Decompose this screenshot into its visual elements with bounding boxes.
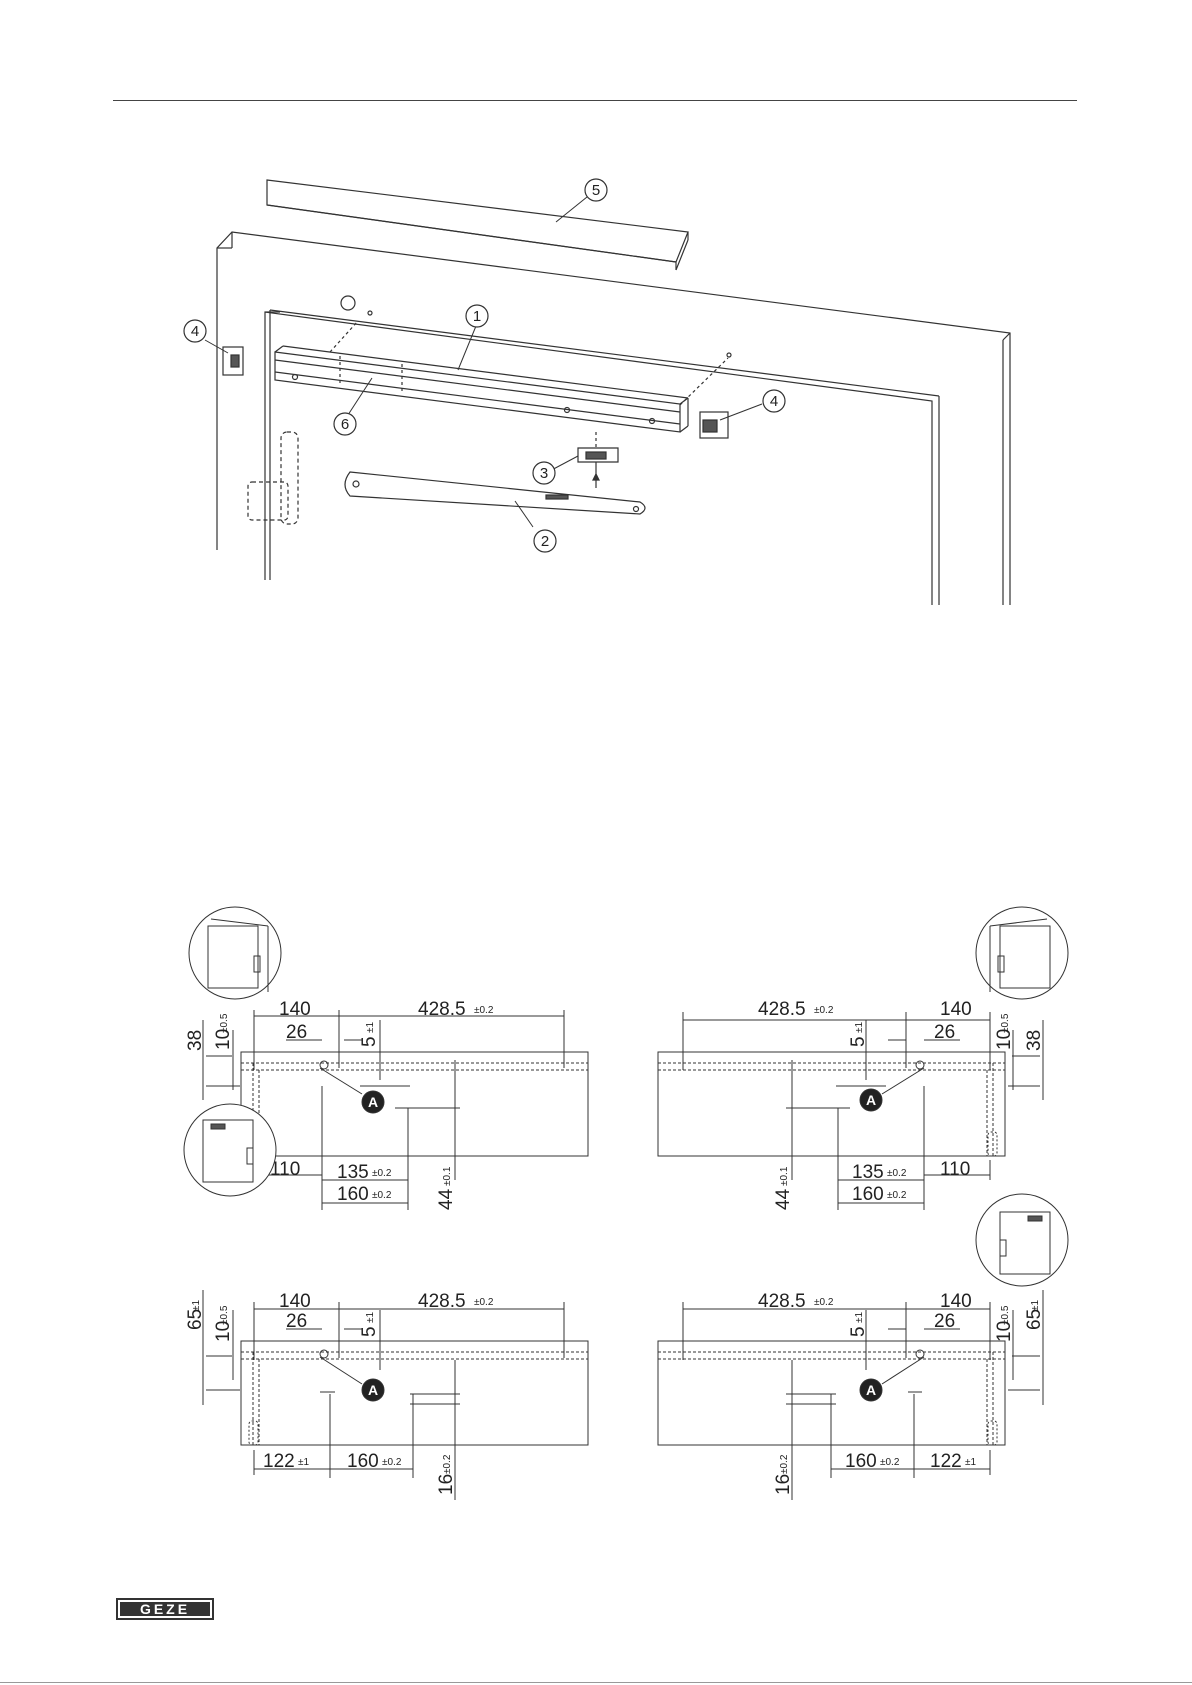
dim-16-tol: ±0.2 xyxy=(779,1454,790,1474)
door-inset-circle xyxy=(189,907,281,999)
marker-a: A xyxy=(866,1382,876,1398)
dim-10-tol: ±0.5 xyxy=(1000,1305,1011,1325)
dim-428-tol: ±0.2 xyxy=(474,1297,494,1308)
dim-44: 44 xyxy=(436,1188,457,1210)
dim-160-tol: ±0.2 xyxy=(887,1190,907,1201)
dim-44: 44 xyxy=(773,1188,794,1210)
dim-5-tol: ±1 xyxy=(854,1312,865,1323)
dim-26: 26 xyxy=(934,1311,955,1332)
dim-65: 65 xyxy=(185,1309,206,1330)
template-top-right: 140 428.5 ±0.2 26 5 ±1 38 10 ±0.5 110 13… xyxy=(658,907,1068,1210)
dim-140: 140 xyxy=(279,1291,311,1312)
closer-icon xyxy=(1028,1216,1042,1221)
template-bottom-right: 140 428.5 ±0.2 26 5 ±1 65 ±1 10 ±0.5 122… xyxy=(658,1194,1068,1500)
logo-text: GEZE xyxy=(120,1602,210,1616)
dim-38: 38 xyxy=(1024,1030,1045,1051)
dim-140: 140 xyxy=(940,999,972,1020)
dim-110: 110 xyxy=(940,1159,970,1180)
dim-122: 122 xyxy=(263,1451,295,1472)
dim-135-tol: ±0.2 xyxy=(372,1168,392,1179)
door-inset-circle xyxy=(976,1194,1068,1286)
dim-5-tol: ±1 xyxy=(365,1312,376,1323)
marker-a: A xyxy=(368,1382,378,1398)
dim-428: 428.5 xyxy=(418,1291,466,1312)
dim-135-tol: ±0.2 xyxy=(887,1168,907,1179)
dim-428-tol: ±0.2 xyxy=(474,1005,494,1016)
dim-10-tol: ±0.5 xyxy=(219,1305,230,1325)
dim-140: 140 xyxy=(279,999,311,1020)
dim-428-tol: ±0.2 xyxy=(814,1005,834,1016)
dim-428-tol: ±0.2 xyxy=(814,1297,834,1308)
dim-5: 5 xyxy=(359,1036,380,1047)
dim-135: 135 xyxy=(852,1162,884,1183)
marker-a: A xyxy=(866,1092,876,1108)
dim-5: 5 xyxy=(848,1326,869,1337)
dim-160: 160 xyxy=(347,1451,379,1472)
dim-160-tol: ±0.2 xyxy=(372,1190,392,1201)
dim-5-tol: ±1 xyxy=(365,1022,376,1033)
dim-122-tol: ±1 xyxy=(298,1457,309,1468)
dim-16: 16 xyxy=(773,1474,794,1495)
dim-16-tol: ±0.2 xyxy=(442,1454,453,1474)
dim-428: 428.5 xyxy=(418,999,466,1020)
geze-logo: GEZE xyxy=(116,1598,214,1620)
dim-160-tol: ±0.2 xyxy=(880,1457,900,1468)
dim-135: 135 xyxy=(337,1162,369,1183)
dim-26: 26 xyxy=(934,1022,955,1043)
dim-122-tol: ±1 xyxy=(965,1457,976,1468)
marker-a: A xyxy=(368,1094,378,1110)
dim-38: 38 xyxy=(185,1030,206,1051)
dim-160: 160 xyxy=(852,1184,884,1205)
dim-5: 5 xyxy=(848,1036,869,1047)
dim-5-tol: ±1 xyxy=(854,1022,865,1033)
dim-44-tol: ±0.1 xyxy=(779,1166,790,1186)
dim-428: 428.5 xyxy=(758,999,806,1020)
dim-26: 26 xyxy=(286,1022,307,1043)
dim-160-tol: ±0.2 xyxy=(382,1457,402,1468)
dim-140: 140 xyxy=(940,1291,972,1312)
dim-65-tol: ±1 xyxy=(1030,1300,1041,1311)
dim-10-tol: ±0.5 xyxy=(1000,1013,1011,1033)
dim-16: 16 xyxy=(436,1474,457,1495)
dim-5: 5 xyxy=(359,1326,380,1337)
closer-icon xyxy=(211,1124,225,1129)
dim-160: 160 xyxy=(337,1184,369,1205)
dim-160: 160 xyxy=(845,1451,877,1472)
dim-428: 428.5 xyxy=(758,1291,806,1312)
footer-rule xyxy=(0,1682,1192,1683)
dim-26: 26 xyxy=(286,1311,307,1332)
dim-10-tol: ±0.5 xyxy=(219,1013,230,1033)
dim-65-tol: ±1 xyxy=(191,1300,202,1311)
dim-122: 122 xyxy=(930,1451,962,1472)
dim-44-tol: ±0.1 xyxy=(442,1166,453,1186)
dim-65: 65 xyxy=(1024,1309,1045,1330)
template-bottom-left: 140 428.5 ±0.2 26 5 ±1 65 ±1 10 ±0.5 122… xyxy=(184,1104,588,1500)
